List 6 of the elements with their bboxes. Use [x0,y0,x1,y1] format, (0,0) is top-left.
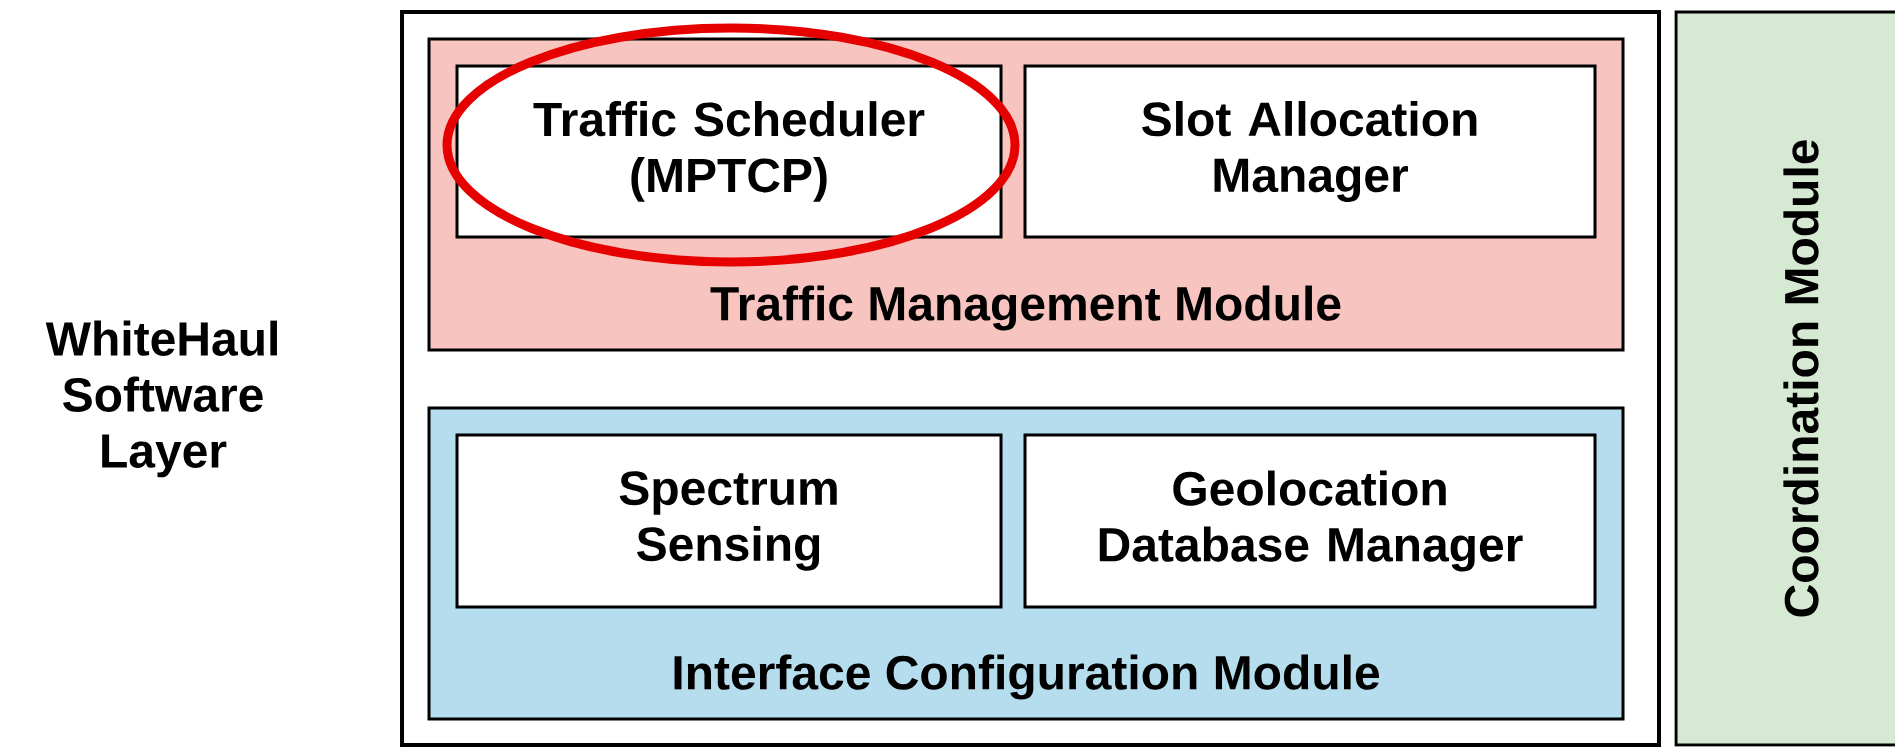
component-box: Traffic Scheduler (MPTCP) [455,64,1003,239]
component-box: Slot Allocation Manager [1023,64,1597,239]
module-panel: Coordination Module [1674,10,1895,747]
component-box: Geolocation Database Manager [1023,433,1597,609]
layer-label: WhiteHaul Software Layer [45,320,277,478]
component-box: Spectrum Sensing [455,433,1003,609]
